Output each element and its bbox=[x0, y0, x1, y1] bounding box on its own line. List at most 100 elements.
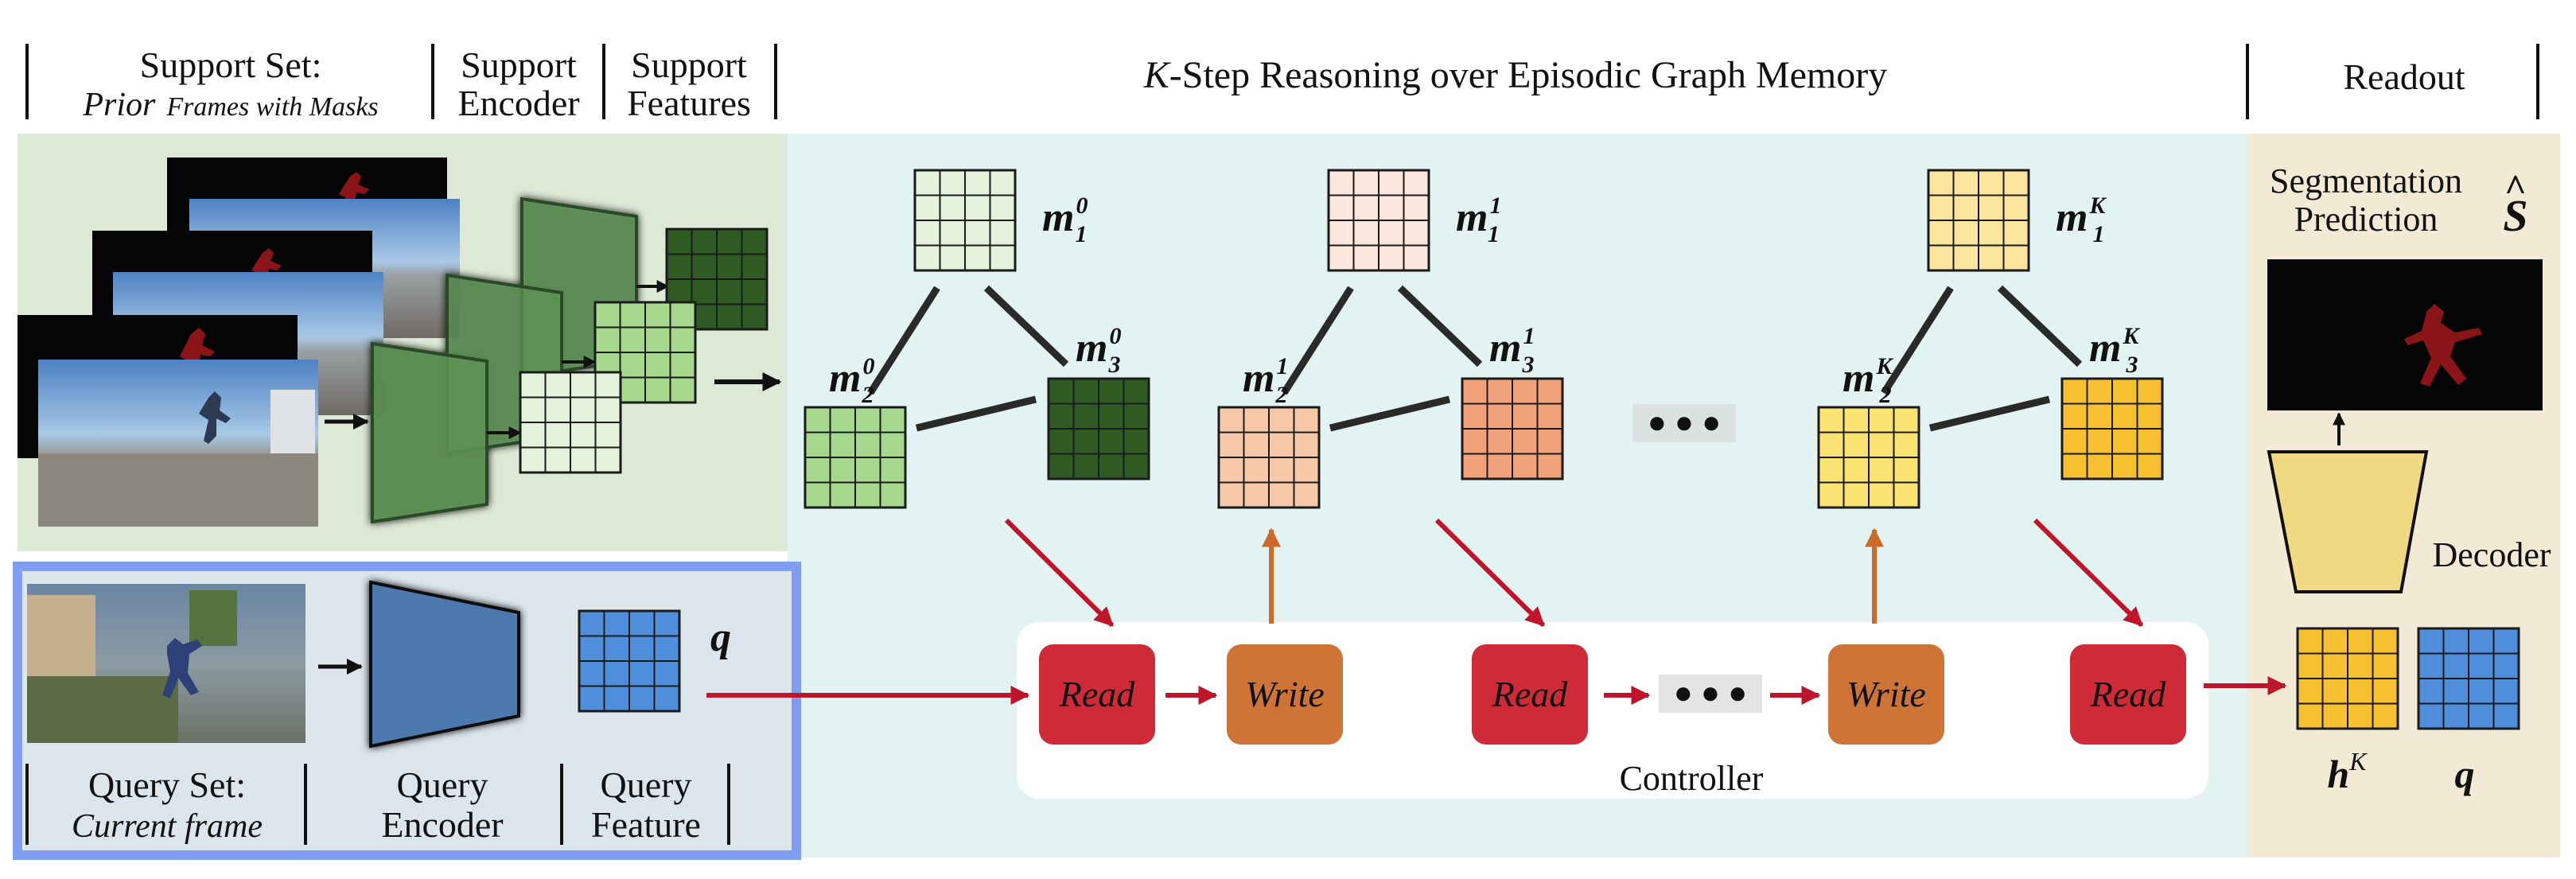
query-set-subtitle: Current frame bbox=[72, 808, 263, 845]
memoryK-to-read-arrow bbox=[2033, 518, 2144, 628]
controller-arrows bbox=[706, 518, 2287, 705]
support-set-subtitle-rest: Frames with Masks bbox=[165, 92, 378, 122]
reasoning-title-rest: -Step Reasoning over Episodic Graph Memo… bbox=[1169, 54, 1887, 96]
memory-node-3 bbox=[1461, 377, 1564, 480]
memory-node-1 bbox=[1927, 169, 2030, 272]
controller-ellipsis-bg bbox=[1659, 675, 1762, 713]
controller-read-box: Read bbox=[2070, 644, 2186, 745]
controller-read-label: Read bbox=[2090, 674, 2167, 714]
controller-label: Controller bbox=[1620, 759, 1764, 798]
controller-read-label: Read bbox=[1059, 674, 1136, 714]
prediction-line1: Segmentation bbox=[2270, 161, 2462, 200]
memory-edge bbox=[1281, 286, 1354, 395]
memory-edge bbox=[983, 285, 1069, 368]
support-encoder-line1: Support bbox=[461, 45, 577, 85]
memory-node-2 bbox=[1817, 406, 1920, 509]
h-k-label: hK bbox=[2327, 747, 2368, 796]
query-person bbox=[162, 638, 202, 698]
memory-edge bbox=[915, 395, 1037, 432]
s-hat: S bbox=[2503, 192, 2527, 241]
reasoning-title-k: K bbox=[1143, 54, 1172, 96]
support-features-line1: Support bbox=[631, 45, 747, 85]
memory1-to-read-arrow bbox=[1434, 518, 1546, 628]
query-frame bbox=[27, 584, 305, 743]
query-building bbox=[27, 595, 95, 690]
readout-title: Readout bbox=[2343, 56, 2465, 97]
memory-edge bbox=[1397, 285, 1483, 368]
readout-h-k-grid bbox=[2296, 627, 2399, 730]
readout-q-label: q bbox=[2455, 752, 2475, 796]
reasoning-title: K-Step Reasoning over Episodic Graph Mem… bbox=[1143, 54, 1888, 96]
controller-read-box: Read bbox=[1472, 644, 1588, 745]
query-encoder-line2: Encoder bbox=[381, 804, 503, 845]
prediction-line2: Prediction bbox=[2294, 200, 2438, 239]
support-encoder-plate-1 bbox=[371, 341, 488, 524]
memory0-to-read-arrow bbox=[1004, 518, 1115, 628]
query-trees bbox=[189, 590, 237, 646]
support-features-line2: Features bbox=[627, 83, 751, 123]
segmentation-output bbox=[2267, 259, 2543, 410]
graph-ellipsis: ● ● ● bbox=[1648, 404, 1721, 440]
support-set-title: Support Set: bbox=[140, 45, 322, 85]
graph-ellipsis-bg bbox=[1632, 404, 1736, 442]
controller-ellipsis: ● ● ● bbox=[1674, 675, 1747, 710]
support-set-subtitle: Prior Frames with Masks bbox=[82, 87, 378, 123]
readout-q-grid bbox=[2417, 627, 2520, 730]
memory-node-2 bbox=[1217, 406, 1321, 509]
query-set-title: Query Set: bbox=[88, 764, 246, 805]
decoder-label: Decoder bbox=[2432, 535, 2551, 574]
s-hat-accent: ^ bbox=[2504, 167, 2527, 209]
decoder bbox=[2267, 450, 2429, 593]
memory-edge bbox=[1329, 395, 1451, 432]
readout-grids bbox=[2296, 627, 2520, 730]
h-k-sup: K bbox=[2348, 747, 2368, 776]
query-feature-line1: Query bbox=[601, 764, 692, 805]
h-k-base: h bbox=[2327, 752, 2349, 796]
memory-node-1 bbox=[1327, 169, 1430, 272]
query-railing bbox=[27, 676, 178, 743]
controller-write-box: Write bbox=[1828, 644, 1944, 745]
memory-node-3 bbox=[1047, 377, 1150, 480]
query-footer-dividers bbox=[25, 764, 730, 845]
support-encoder-line2: Encoder bbox=[457, 83, 579, 123]
segmentation-figure bbox=[2404, 304, 2482, 387]
header-dividers bbox=[25, 44, 2539, 119]
photo-building-3 bbox=[270, 390, 315, 453]
memory-node-3 bbox=[2060, 377, 2164, 480]
support-feature-grids bbox=[519, 228, 769, 474]
query-encoder bbox=[369, 580, 520, 749]
query-feature-grid bbox=[578, 609, 681, 713]
memory-node-1 bbox=[913, 169, 1017, 272]
support-frames bbox=[18, 158, 460, 527]
photo-person-3 bbox=[199, 391, 231, 444]
support-set-subtitle-word: Prior bbox=[82, 87, 156, 123]
query-feature-grid-cells bbox=[578, 609, 681, 713]
controller-steps: Read Write Read Write Read bbox=[1039, 644, 2186, 745]
memory-node-2 bbox=[804, 406, 907, 509]
controller-read-box: Read bbox=[1039, 644, 1155, 745]
controller-write-box: Write bbox=[1227, 644, 1343, 745]
photo-ground-3 bbox=[38, 453, 318, 527]
query-feature-q: q bbox=[710, 615, 731, 660]
query-feature-line2: Feature bbox=[591, 804, 701, 845]
memory-edge bbox=[1881, 286, 1954, 395]
memory-edge bbox=[1997, 285, 2083, 368]
memory-edge bbox=[1928, 395, 2051, 432]
support-feature-grid-1 bbox=[519, 371, 622, 474]
memory-edge bbox=[867, 286, 940, 395]
